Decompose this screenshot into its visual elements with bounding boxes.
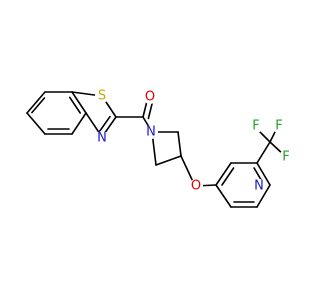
- fluorine-atom-2: F: [275, 119, 282, 134]
- bond-py-3: [256, 162, 271, 186]
- label-bg-s: [95, 89, 109, 103]
- bond-benzene-1: [26, 91, 46, 114]
- bond-c2py-cf3: [256, 141, 271, 164]
- bond-py-6: [215, 184, 232, 208]
- bond-benzene-4: [71, 112, 87, 135]
- structure-diagram: S O N N O N F F F: [26, 88, 293, 208]
- label-bg-f1: [249, 119, 263, 133]
- bond-py-1-inner: [221, 167, 235, 186]
- bond-py-1: [215, 162, 232, 186]
- bond-benzene-5: [71, 91, 87, 114]
- label-bg-n-thiazole: [95, 131, 109, 145]
- label-bg-n-pyridine: [252, 179, 266, 193]
- carbonyl-oxygen-atom: O: [145, 90, 155, 105]
- molecule-canvas: S O N N O N F F F: [26, 88, 293, 208]
- bond-benzene-5-inner: [69, 96, 81, 114]
- azetidine-nitrogen-atom: N: [146, 125, 156, 140]
- fluorine-atom-3: F: [282, 150, 289, 165]
- atom-labels: S O N N O N F F F: [95, 89, 293, 194]
- bond-benzene-2: [26, 112, 46, 135]
- label-bg-o-carbonyl: [143, 90, 157, 104]
- label-bg-o-ether: [189, 179, 203, 193]
- bond-azet-2: [155, 155, 182, 166]
- label-bg-f3: [279, 150, 293, 164]
- pyridine-nitrogen-atom: N: [254, 179, 264, 194]
- bond-azet-3: [177, 131, 182, 157]
- bonds: [26, 91, 286, 208]
- fluorine-atom-1: F: [252, 119, 259, 134]
- label-bg-f2: [272, 119, 286, 133]
- sulfur-atom: S: [98, 89, 106, 104]
- thiazole-nitrogen-atom: N: [97, 131, 107, 146]
- ether-oxygen-atom: O: [191, 179, 201, 194]
- bond-py-4: [256, 184, 271, 208]
- label-bg-n-azetidine: [144, 125, 158, 139]
- bond-c2-n-inner: [98, 115, 111, 133]
- bond-benzene-1-inner: [31, 97, 46, 114]
